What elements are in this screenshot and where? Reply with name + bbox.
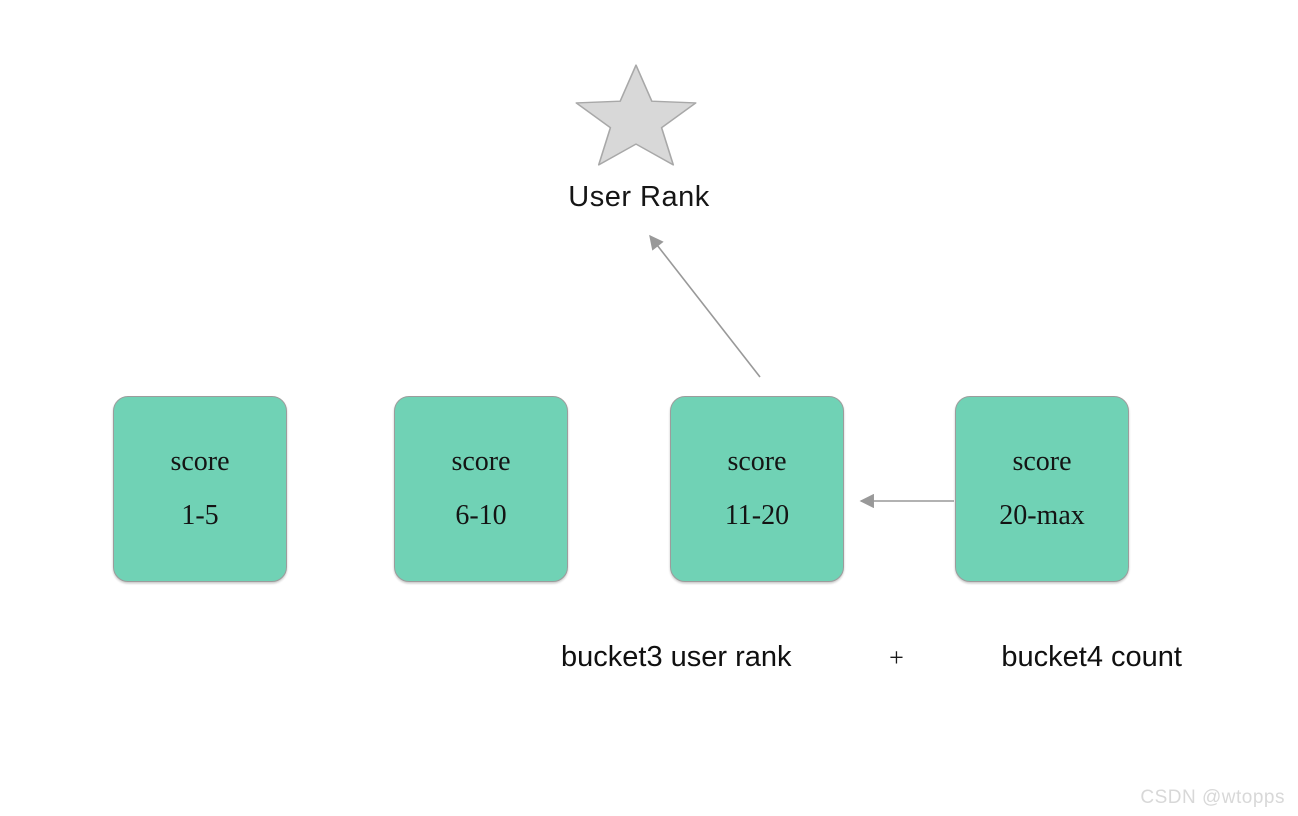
watermark: CSDN @wtopps	[1140, 787, 1285, 808]
bucket-title: score	[727, 446, 787, 477]
formula-left: bucket3 user rank	[561, 641, 792, 673]
plus-operator: +	[889, 642, 904, 672]
user-rank-label: User Rank	[568, 181, 710, 213]
bucket-title: score	[1012, 446, 1072, 477]
star-icon	[575, 64, 697, 166]
formula-caption: bucket3 user rank + bucket4 count	[561, 641, 1182, 674]
bucket-range: 11-20	[724, 500, 790, 531]
bucket-range: 1-5	[181, 500, 219, 531]
formula-right: bucket4 count	[1001, 641, 1182, 673]
bucket-score-1-5: score 1-5	[113, 396, 287, 582]
bucket-title: score	[451, 446, 511, 477]
bucket-range: 6-10	[455, 500, 507, 531]
arrow-bucket3-to-star	[649, 234, 761, 378]
bucket-score-11-20: score 11-20	[670, 396, 844, 582]
bucket-title: score	[170, 446, 230, 477]
bucket-range: 20-max	[999, 500, 1085, 531]
bucket-score-6-10: score 6-10	[394, 396, 568, 582]
bucket-score-20-max: score 20-max	[955, 396, 1129, 582]
